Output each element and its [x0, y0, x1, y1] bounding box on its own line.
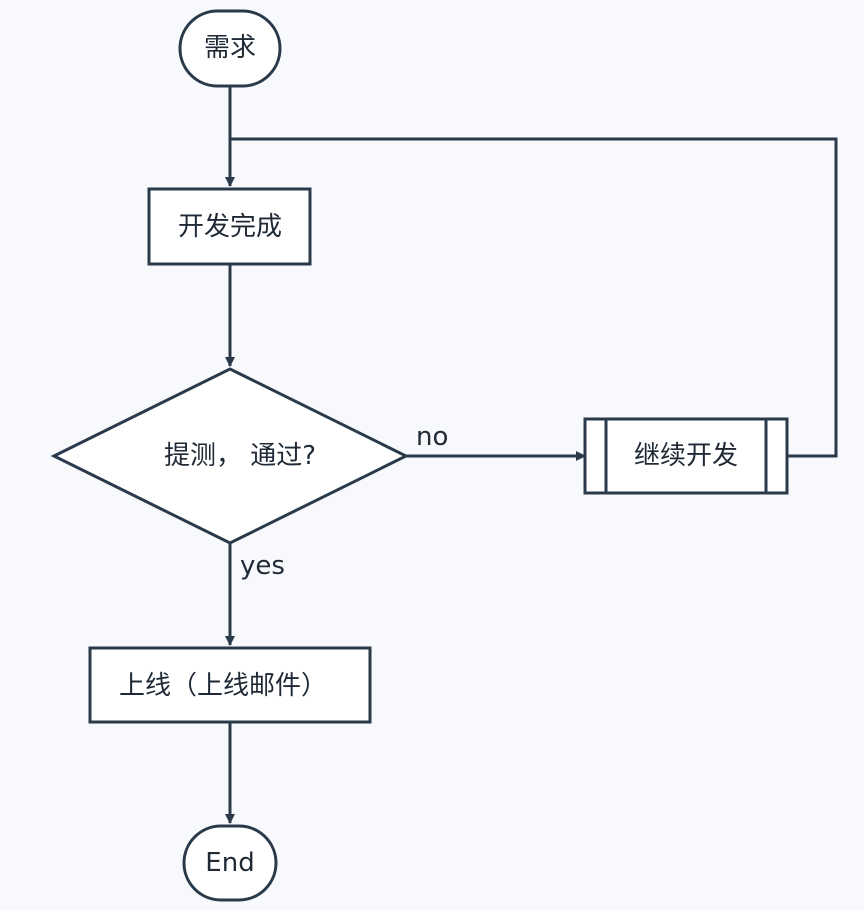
edge-loop-back-from-continue — [230, 137, 838, 458]
node-release-label: 上线（上线邮件） — [119, 671, 327, 701]
node-start-label: 需求 — [204, 33, 256, 63]
node-continue-dev-label: 继续开发 — [634, 441, 738, 471]
node-release: 上线（上线邮件） — [88, 646, 372, 724]
node-end: End — [182, 824, 278, 902]
edge-label-yes: yes — [240, 551, 285, 581]
node-end-label: End — [205, 848, 254, 878]
node-decision-label: 提测， 通过? — [164, 441, 316, 471]
node-decision: 提测， 通过? — [50, 367, 410, 545]
node-dev-done-label: 开发完成 — [178, 212, 282, 242]
edge-label-no: no — [416, 422, 448, 452]
node-dev-done: 开发完成 — [147, 187, 312, 266]
node-start: 需求 — [178, 9, 282, 88]
node-continue-dev: 继续开发 — [583, 417, 789, 495]
